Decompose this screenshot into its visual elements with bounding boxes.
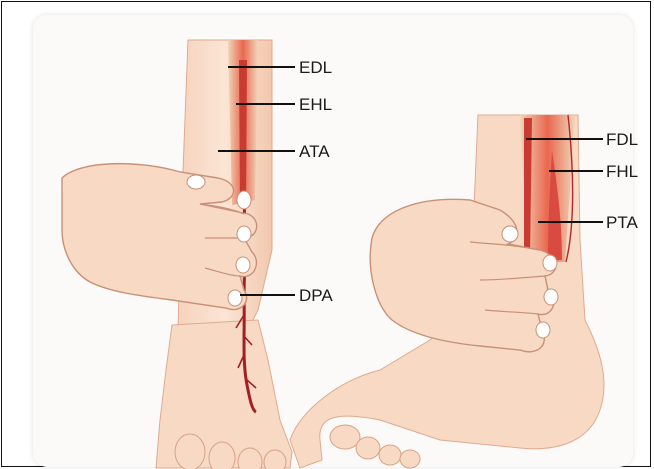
label-fdl: FDL (606, 131, 638, 149)
label-ata: ATA (299, 143, 330, 161)
label-edl: EDL (299, 59, 332, 77)
label-dpa: DPA (299, 287, 333, 305)
label-pta: PTA (606, 214, 638, 232)
left-hand (62, 164, 257, 310)
label-fhl: FHL (606, 163, 638, 181)
label-ehl: EHL (299, 96, 332, 114)
